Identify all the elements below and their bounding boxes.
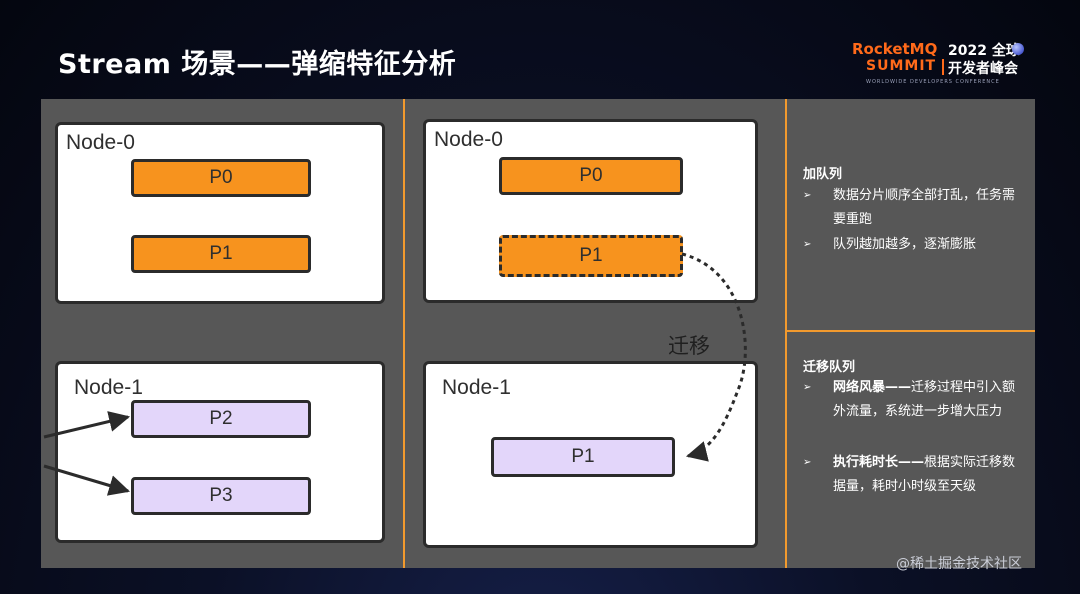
section-add-queue-bullet-1: ➢ 数据分片顺序全部打乱，任务需要重跑 (803, 184, 1021, 232)
bullet-text: 队列越加越多，逐渐膨胀 (833, 237, 977, 252)
middle-node-1-partition-p1: P1 (491, 437, 675, 477)
middle-node-1-label: Node-1 (442, 376, 511, 399)
left-node-1-partition-p2: P2 (131, 400, 311, 438)
rocketmq-summit-logo: RocketMQ 2022 全球 SUMMIT 开发者峰会 WORLDWIDE … (852, 40, 1032, 92)
arrowhead-bullet-icon: ➢ (803, 382, 812, 393)
logo-year: 2022 全球 (948, 43, 1020, 59)
middle-node-0-box: Node-0 P0 P1 (423, 119, 758, 303)
middle-node-0-partition-p0: P0 (499, 157, 683, 195)
left-node-0-label: Node-0 (66, 131, 135, 154)
arrowhead-bullet-icon: ➢ (803, 239, 812, 250)
arrowhead-bullet-icon: ➢ (803, 190, 812, 201)
left-node-1-box: Node-1 P2 P3 (55, 361, 385, 543)
left-node-1-label: Node-1 (74, 376, 143, 399)
section-migrate-queue-heading: 迁移队列 (803, 360, 856, 375)
logo-rocketmq: RocketMQ (852, 40, 938, 58)
divider-right (785, 99, 787, 568)
section-migrate-queue-bullet-1: ➢ 网络风暴——迁移过程中引入额外流量，系统进一步增大压力 (803, 376, 1021, 424)
middle-node-1-box: Node-1 P1 (423, 361, 758, 548)
bullet-bold-text: 网络风暴—— (833, 380, 912, 395)
left-node-0-box: Node-0 P0 P1 (55, 122, 385, 304)
logo-subtitle: 开发者峰会 (948, 61, 1018, 77)
section-migrate-queue-bullet-2: ➢ 执行耗时长——根据实际迁移数据量，耗时小时级至天级 (803, 451, 1021, 499)
bullet-bold-text: 执行耗时长—— (833, 455, 925, 470)
logo-tagline: WORLDWIDE DEVELOPERS CONFERENCE (866, 79, 1000, 85)
left-node-1-partition-p3: P3 (131, 477, 311, 515)
logo-divider (942, 59, 944, 75)
bullet-text: 迁移过程中引入额外流量，系统进一步增大压力 (833, 380, 1016, 419)
divider-left (403, 99, 405, 568)
middle-node-0-label: Node-0 (434, 128, 503, 151)
section-add-queue-bullet-2: ➢ 队列越加越多，逐渐膨胀 (803, 233, 1021, 257)
left-node-0-partition-p0: P0 (131, 159, 311, 197)
middle-node-0-partition-p1-migrating: P1 (499, 235, 683, 277)
bullet-text: 数据分片顺序全部打乱，任务需要重跑 (833, 188, 1016, 227)
globe-icon (1012, 43, 1024, 55)
bullet-text: 根据实际迁移数据量，耗时小时级至天级 (833, 455, 1016, 494)
slide-title: Stream 场景——弹缩特征分析 (58, 49, 457, 80)
migrate-label: 迁移 (668, 334, 710, 358)
content-panel: Node-0 P0 P1 Node-1 P2 P3 Node-0 P0 P1 N… (41, 99, 1035, 568)
arrowhead-bullet-icon: ➢ (803, 457, 812, 468)
section-add-queue-heading: 加队列 (803, 167, 843, 182)
left-node-0-partition-p1: P1 (131, 235, 311, 273)
watermark: @稀土掘金技术社区 (896, 556, 1022, 572)
divider-right-horizontal (787, 330, 1035, 332)
logo-summit: SUMMIT (866, 58, 937, 74)
